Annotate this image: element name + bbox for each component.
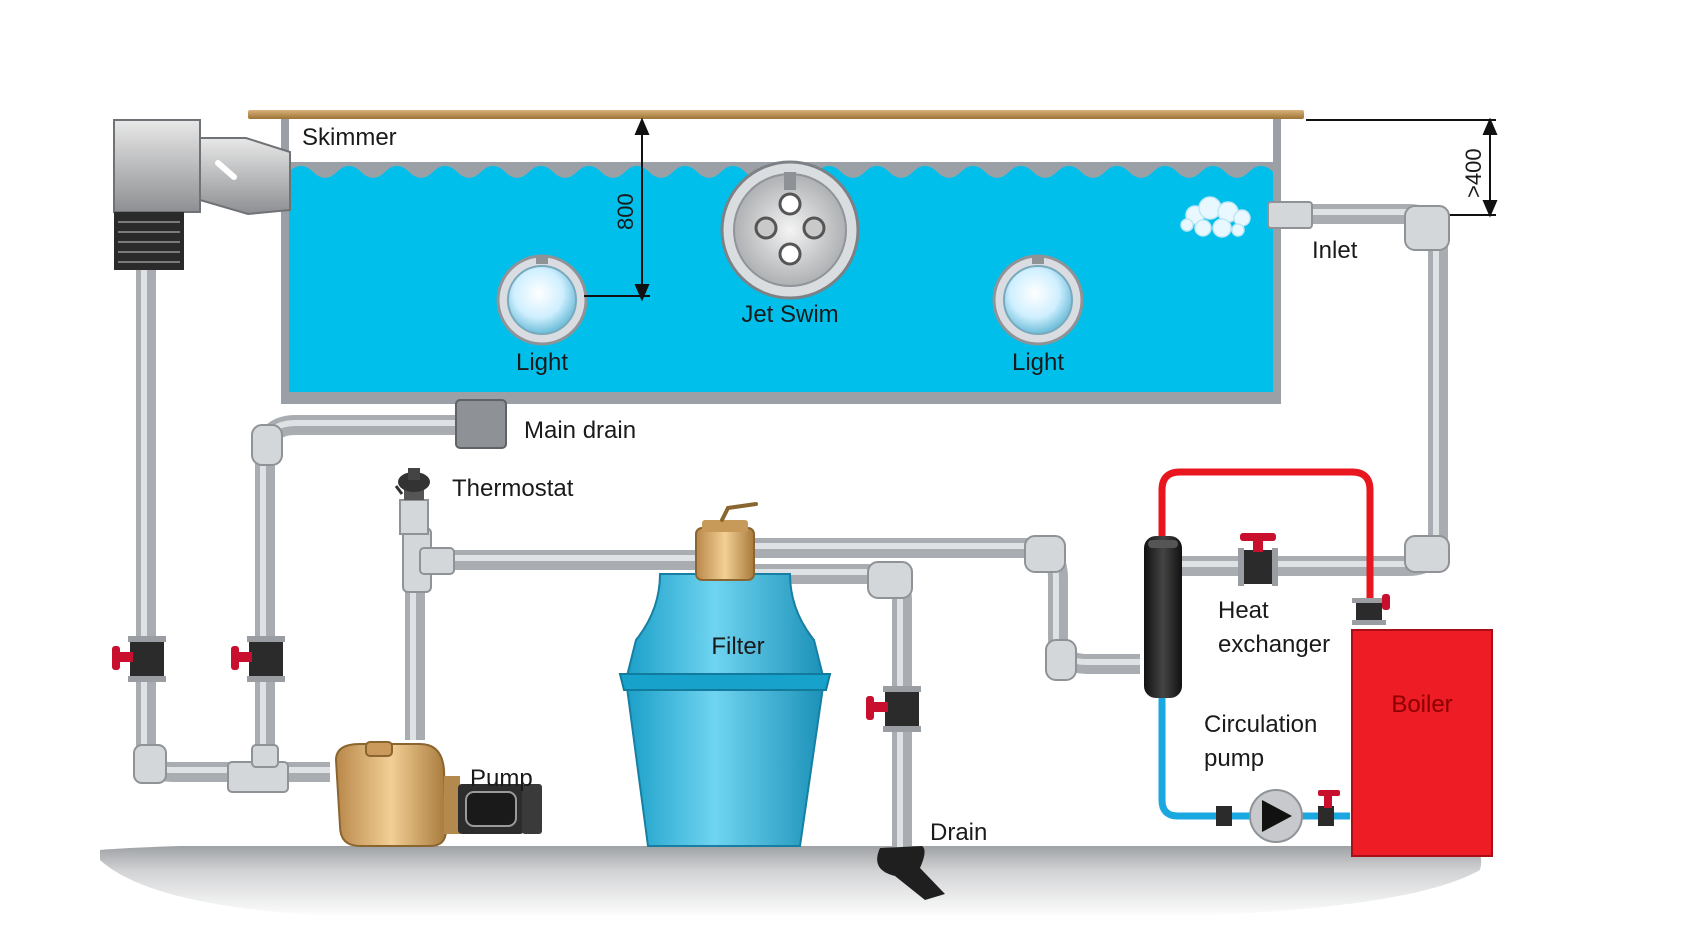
drain-outlet (877, 846, 945, 900)
deck-height-label: >400 (1461, 148, 1486, 198)
label-drain: Drain (930, 819, 987, 846)
label-skimmer: Skimmer (302, 124, 397, 151)
depth-dimension-label: 800 (613, 193, 638, 230)
filter-tank (618, 502, 832, 847)
valve-drain-line[interactable] (866, 686, 921, 732)
label-inlet: Inlet (1312, 237, 1358, 264)
label-boiler: Boiler (1391, 691, 1452, 718)
thermostat-device (394, 468, 430, 535)
heat-exchanger (1144, 536, 1182, 698)
pool-interior-top (289, 117, 1273, 162)
pipe-fittings (133, 201, 1450, 793)
pool-light-left (496, 254, 588, 346)
label-heat-exchanger-1: Heat (1218, 597, 1269, 624)
label-circulation-pump-1: Circulation (1204, 711, 1317, 738)
inlet-bubbles (1180, 196, 1251, 238)
boiler (1351, 629, 1493, 857)
valve-boiler-supply[interactable] (1352, 594, 1390, 625)
label-pump: Pump (470, 765, 533, 792)
valve-skimmer-line[interactable] (112, 636, 166, 682)
valve-heat-exchanger-line[interactable] (1238, 533, 1278, 586)
circulation-pump (1216, 789, 1340, 843)
label-light-right: Light (1012, 349, 1064, 376)
pool-light-right (992, 254, 1084, 346)
skimmer (113, 119, 291, 270)
pool-deck (248, 110, 1304, 119)
label-circulation-pump-2: pump (1204, 745, 1264, 772)
label-jet-swim: Jet Swim (741, 301, 838, 328)
label-heat-exchanger-2: exchanger (1218, 631, 1330, 658)
label-filter: Filter (711, 633, 764, 660)
cold-water-pipe (1158, 698, 1350, 820)
valve-main-drain-line[interactable] (231, 636, 285, 682)
hot-water-pipe (1158, 468, 1374, 598)
label-main-drain: Main drain (524, 417, 636, 444)
ground (100, 846, 1482, 918)
label-thermostat: Thermostat (452, 475, 574, 502)
label-light-left: Light (516, 349, 568, 376)
main-drain-fitting (455, 399, 507, 449)
pump-unit (334, 741, 542, 847)
jet-swim-unit (720, 160, 860, 300)
